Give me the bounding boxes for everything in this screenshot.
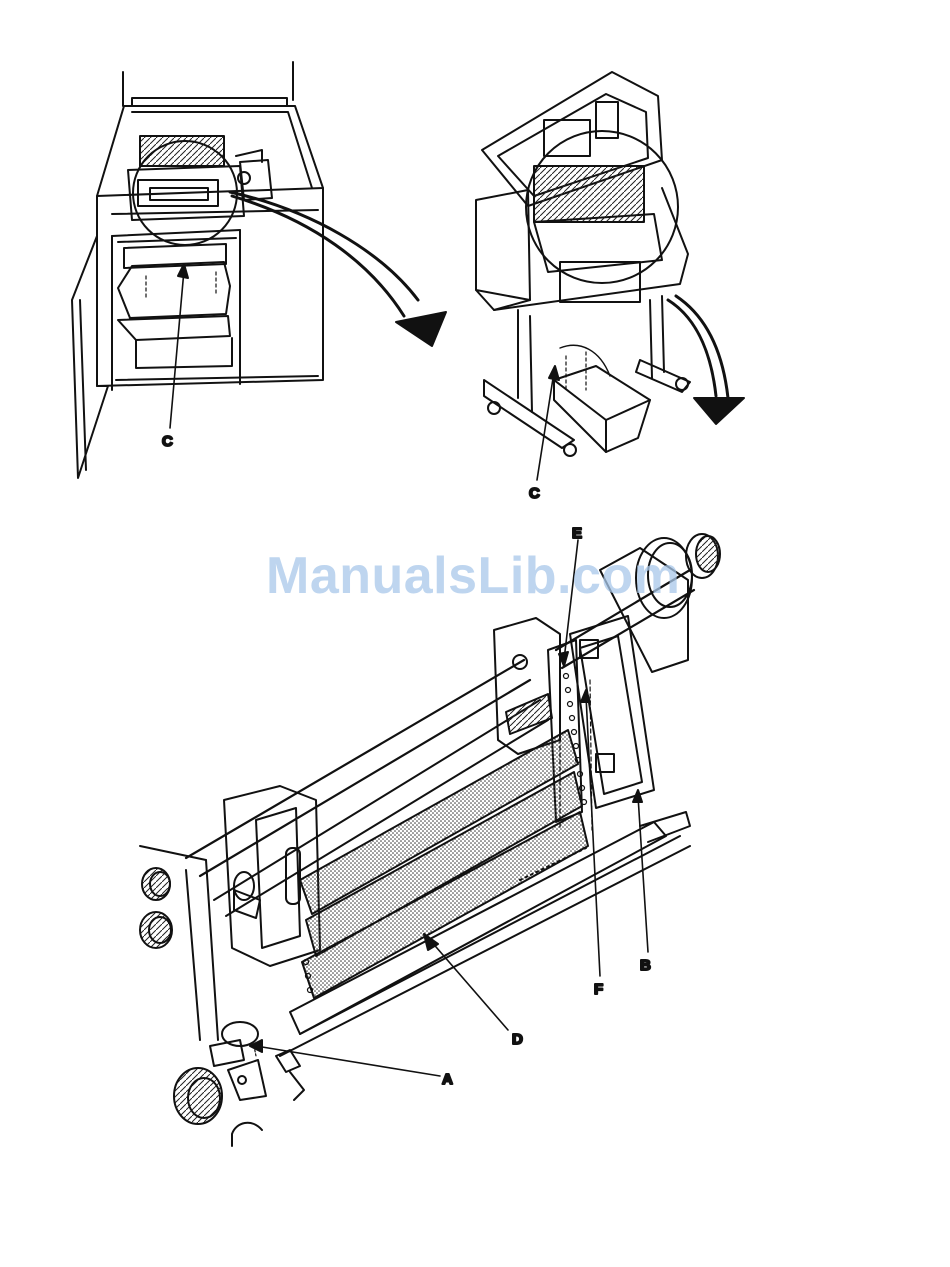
callout-b: B — [640, 957, 651, 974]
tractor-figure — [140, 534, 720, 1146]
callout-c-cabinet: C — [162, 433, 173, 450]
callout-f: F — [594, 981, 603, 998]
callout-e: E — [572, 525, 582, 542]
watermark-text: ManualsLib.com — [266, 546, 706, 606]
stand-figure — [476, 72, 744, 480]
callout-d: D — [512, 1031, 523, 1048]
callout-a: A — [442, 1071, 453, 1088]
cabinet-figure — [72, 62, 446, 478]
callout-c-stand: C — [529, 485, 540, 502]
